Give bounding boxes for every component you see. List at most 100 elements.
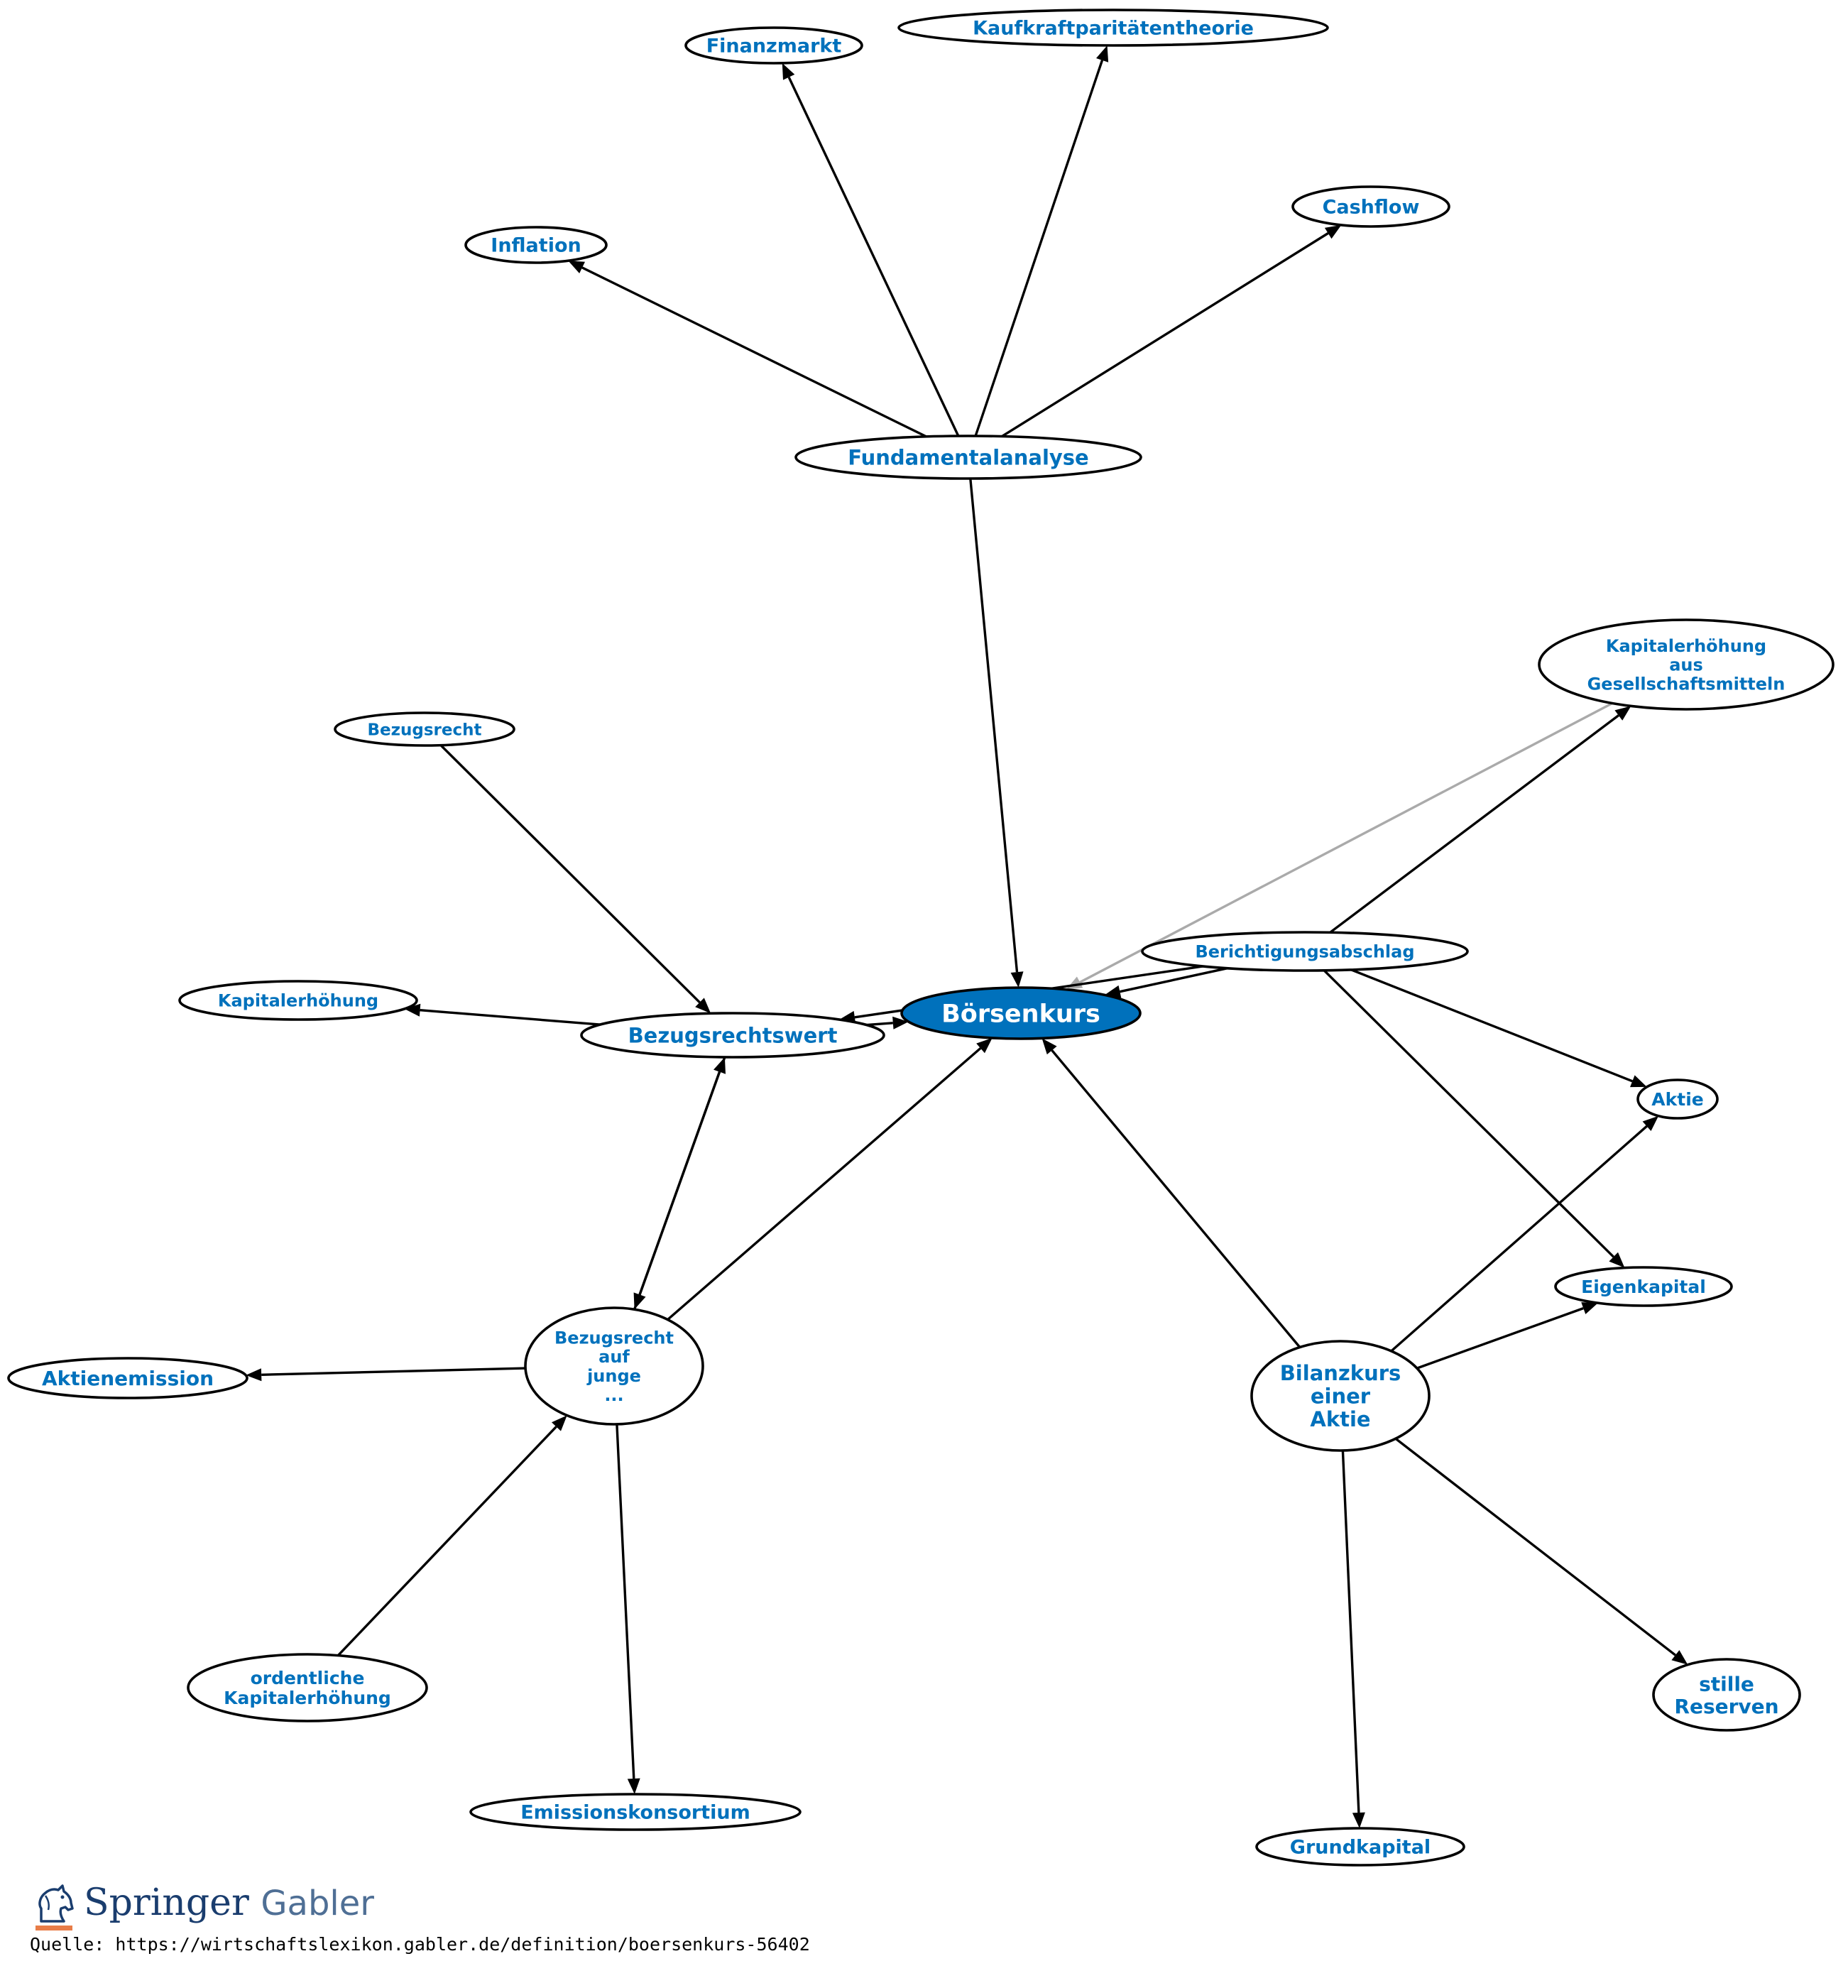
edges-layer [246,45,1688,1828]
node-ellipse [178,980,418,1021]
node-label: Eigenkapital [1581,1277,1706,1297]
node-label: Aktie [1310,1407,1370,1431]
node-ellipse [1538,618,1835,711]
edge-fundamentalanalyse-to-finanzmarkt [787,77,960,437]
node-emissionskonsortium[interactable]: Emissionskonsortium [469,1793,802,1831]
node-grundkapital[interactable]: Grundkapital [1255,1827,1465,1867]
node-ellipse [1554,1266,1733,1307]
node-kapitalerhoehung[interactable]: Kapitalerhöhung [178,980,418,1021]
springer-horse-logo-icon [35,1884,74,1930]
arrowhead-bezugsrecht-to-bezugsrechtswert [695,998,711,1014]
node-eigenkapital[interactable]: Eigenkapital [1554,1266,1733,1307]
node-label: stille [1699,1672,1754,1695]
node-inflation[interactable]: Inflation [464,226,608,264]
arrowhead-bezugsrecht-junge-to-emissionskonsortium [627,1778,640,1794]
edge-bezugsrecht-to-bezugsrechtswert [439,744,701,1004]
node-label: ... [604,1385,623,1405]
node-label: auf [598,1347,630,1367]
node-ellipse [187,1653,428,1722]
node-ellipse [684,26,863,65]
edge-berichtigungsabschlag-to-kapitalerhoehung-gm [1329,714,1619,934]
node-kaufkraft[interactable]: Kaufkraftparitätentheorie [897,9,1329,47]
node-ellipse [897,9,1329,47]
edge-bezugsrecht-junge-to-aktienemission [261,1367,526,1376]
node-ellipse [1250,1340,1431,1452]
arrowhead-bilanzkurs-to-eigenkapital [1581,1302,1598,1314]
arrowhead-fundamentalanalyse-to-boersenkurs [1010,971,1024,988]
node-label: Bezugsrecht [368,721,482,739]
arrowhead-ordentliche-ke-to-bezugsrecht-junge [552,1415,567,1431]
node-label: Bilanzkurs [1280,1361,1401,1385]
edge-fundamentalanalyse-to-boersenkurs [969,478,1019,973]
node-label: aus [1669,655,1703,675]
node-label: Aktie [1651,1089,1703,1110]
edge-bezugsrechtswert-to-kapitalerhoehung [420,1009,601,1026]
node-bezugsrechtswert[interactable]: Bezugsrechtswert [580,1012,885,1059]
node-label: ordentliche [251,1668,365,1688]
node-label: Reserven [1674,1695,1778,1718]
edge-fundamentalanalyse-to-kaufkraft [974,60,1104,437]
node-ellipse [580,1012,885,1059]
node-ellipse [464,226,608,264]
arrowhead-bilanzkurs-to-stille-reserven [1671,1650,1688,1665]
node-label: Grundkapital [1290,1837,1431,1859]
node-ellipse [794,435,1142,480]
node-label: Bezugsrecht [554,1328,674,1348]
arrowhead-bilanzkurs-to-boersenkurs [1041,1038,1057,1055]
node-ellipse [7,1357,248,1399]
node-label: Cashflow [1323,197,1420,219]
arrowhead-bilanzkurs-to-aktie [1642,1115,1659,1131]
edge-kapitalerhoehung-gm-to-boersenkurs [1079,701,1613,984]
arrowhead-bezugsrecht-junge-to-boersenkurs [976,1037,993,1054]
node-ellipse [1636,1078,1719,1120]
node-label: Finanzmarkt [706,36,842,58]
node-label: Bezugsrechtswert [628,1023,838,1047]
node-cashflow[interactable]: Cashflow [1291,185,1450,228]
node-label: Emissionskonsortium [520,1802,750,1824]
node-bezugsrecht[interactable]: Bezugsrecht [334,711,515,747]
nodes-layer: Finanzmarkt KaufkraftparitätentheorieInfl… [7,9,1835,1867]
node-ellipse [1291,185,1450,228]
edge-ordentliche-ke-to-bezugsrecht-junge [337,1426,557,1656]
edge-bilanzkurs-to-aktie [1390,1125,1648,1353]
node-ellipse [900,986,1142,1040]
node-label: junge [586,1366,641,1386]
node-label: einer [1311,1384,1371,1408]
brand-primary: Springer [84,1882,249,1924]
node-bezugsrecht-junge[interactable]: Bezugsrechtaufjunge... [524,1306,704,1426]
node-boersenkurs[interactable]: Börsenkurs [900,986,1142,1040]
arrowhead-bezugsrecht-junge-to-bezugsrechtswert [713,1057,726,1074]
edge-bilanzkurs-to-eigenkapital [1416,1307,1584,1370]
edge-berichtigungsabschlag-to-eigenkapital [1323,969,1614,1258]
node-fundamentalanalyse[interactable]: Fundamentalanalyse [794,435,1142,480]
node-ellipse [469,1793,802,1831]
node-label: Kapitalerhöhung [1606,636,1766,656]
edge-bezugsrecht-junge-to-bezugsrechtswert [633,1071,721,1310]
arrowhead-berichtigungsabschlag-to-eigenkapital [1609,1252,1625,1268]
edge-fundamentalanalyse-to-cashflow [1001,232,1329,438]
node-ellipse [524,1306,704,1426]
node-label: Kapitalerhöhung [218,991,378,1011]
node-finanzmarkt[interactable]: Finanzmarkt [684,26,863,65]
node-aktienemission[interactable]: Aktienemission [7,1357,248,1399]
node-ellipse [334,711,515,747]
edge-bezugsrecht-junge-to-emissionskonsortium [616,1424,635,1779]
node-berichtigungsabschlag[interactable]: Berichtigungsabschlag [1141,931,1469,972]
node-aktie[interactable]: Aktie [1636,1078,1719,1120]
node-label: Fundamentalanalyse [848,445,1088,469]
edge-fundamentalanalyse-to-inflation [581,266,927,438]
arrowhead-bezugsrechtswert-to-kapitalerhoehung [404,1003,421,1017]
node-label: Berichtigungsabschlag [1195,942,1414,962]
arrowhead-fundamentalanalyse-to-finanzmarkt [782,62,795,80]
edge-berichtigungsabschlag-to-boersenkurs [1120,967,1228,993]
edge-bezugsrechtswert-to-boersenkurs [866,1022,893,1027]
edge-bilanzkurs-to-grundkapital [1341,1450,1360,1813]
springer-gabler-logo: Springer Gabler [84,1882,374,1924]
node-label: Kaufkraftparitätentheorie [973,18,1254,40]
node-label: Gesellschaftsmitteln [1587,674,1786,694]
